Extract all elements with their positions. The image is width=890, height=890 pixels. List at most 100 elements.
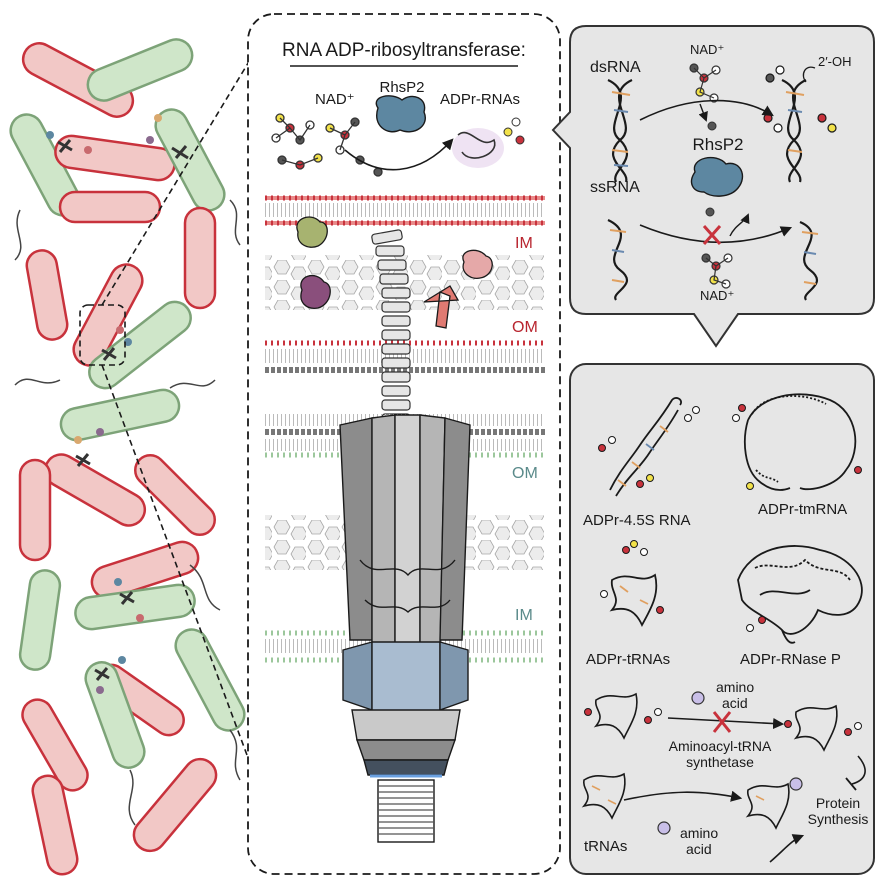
ss-reaction-arrow <box>639 224 793 244</box>
synthetase-label-1: Aminoacyl-tRNA <box>669 738 772 754</box>
nad-bottom-label: NAD⁺ <box>700 288 734 303</box>
flagellum <box>14 378 61 386</box>
green-cell <box>174 628 246 732</box>
charging-arrow <box>623 790 743 802</box>
flagellum <box>128 769 136 826</box>
attacker-om-label: OM <box>512 319 538 336</box>
effector-pink-icon <box>462 249 493 279</box>
nicotinamide-icon <box>707 121 717 131</box>
rhsp2-label: RhsP2 <box>692 135 743 154</box>
protein-label-1: Protein <box>816 795 860 811</box>
red-cell <box>58 190 162 224</box>
oh-label: 2′-OH <box>818 54 852 69</box>
green-cell <box>18 569 62 671</box>
amino-acid-bottom-1: amino <box>680 825 718 841</box>
amino-acid-top-2: acid <box>722 695 748 711</box>
amino-acid-bottom-2: acid <box>686 841 712 857</box>
inhibition-bar-end <box>845 777 857 791</box>
effector-olive-icon <box>296 216 328 248</box>
t6ss-syringe-icon <box>57 139 189 681</box>
red-cell <box>183 206 217 310</box>
inhibition-cross-icon <box>702 225 722 245</box>
adpr-trna-small-icon <box>784 704 862 752</box>
attacker-inner-membrane <box>265 195 545 226</box>
red-cell <box>43 453 147 527</box>
amino-acid-icon <box>789 777 803 791</box>
ss-side-arrow <box>729 213 750 237</box>
effector-salmon-icon <box>423 285 460 329</box>
center-panel: RNA ADP-ribosyltransferase: NAD⁺ RhsP2 A… <box>247 13 561 875</box>
red-cell <box>132 757 218 853</box>
red-cell <box>18 458 52 562</box>
ds-side-arrow <box>698 103 708 122</box>
adpr-trna-small-icon <box>584 692 662 740</box>
nad-molecule-icon <box>701 253 733 289</box>
effector-purple-icon <box>300 274 331 309</box>
flagellum <box>229 199 241 246</box>
synthesis-arrow <box>769 834 805 863</box>
ssrna-label: ssRNA <box>590 179 640 196</box>
red-cell <box>134 454 216 536</box>
enzyme-label: RhsP2 <box>379 79 424 96</box>
adpr-rnasep-icon <box>737 545 863 644</box>
t6ss-sheath <box>339 414 471 651</box>
green-cell <box>74 583 196 631</box>
green-cell <box>154 108 226 212</box>
nad-top-label: NAD⁺ <box>690 42 724 57</box>
target-im-label: IM <box>515 607 533 624</box>
t6ss-baseplate <box>342 641 469 778</box>
flagellum <box>189 564 221 611</box>
adpr-45s-label: ADPr-4.5S RNA <box>583 512 691 529</box>
synthetase-label-2: synthetase <box>686 754 754 770</box>
red-cell <box>25 249 69 341</box>
zoom-line-bottom <box>101 364 261 791</box>
bottom-right-panel: ADPr-4.5S RNA ADPr-tmRNA ADPr-tRNAs <box>569 363 875 875</box>
red-cell <box>54 134 176 182</box>
bottom-right-panel-shape <box>569 363 875 875</box>
trna-small-icon <box>581 772 626 820</box>
red-cell <box>31 774 79 876</box>
adpr-trna-icon <box>600 540 664 628</box>
attacker-outer-membrane <box>265 340 545 373</box>
membrane-complex-base <box>377 779 435 843</box>
trnas-label: tRNAs <box>584 838 627 855</box>
blocked-arrow <box>667 717 785 730</box>
flagellum <box>229 729 241 781</box>
adpr-rna-product-icon <box>452 117 525 168</box>
flagellum <box>169 379 216 389</box>
protein-label-2: Synthesis <box>808 811 869 827</box>
green-cell <box>86 38 194 102</box>
amino-acid-icon <box>691 691 705 705</box>
effector-blob-icon <box>46 114 162 694</box>
amino-acid-top-1: amino <box>716 679 754 695</box>
dsrna-label: dsRNA <box>590 59 641 76</box>
rhsp2-enzyme-icon <box>690 156 744 197</box>
amino-acid-icon <box>657 821 671 835</box>
top-right-panel: dsRNA NAD⁺ 2′-OH RhsP2 ssRNA NAD⁺ <box>551 25 875 348</box>
ds-reaction-arrow <box>639 99 774 121</box>
nicotinamide-icon <box>705 207 715 217</box>
ssrna-unchanged-icon <box>799 220 819 301</box>
nad-molecule-icon <box>271 113 383 177</box>
nad-molecule-icon <box>689 63 721 103</box>
nad-label: NAD⁺ <box>315 91 355 108</box>
bacteria-field <box>9 38 263 876</box>
attacker-im-label: IM <box>515 235 533 252</box>
green-cell <box>88 300 192 390</box>
rna-helix-icon <box>607 79 633 183</box>
adpr-tmrna-icon <box>732 393 862 491</box>
center-panel-title: RNA ADP-ribosyltransferase: <box>282 40 526 61</box>
adpr-45s-rna-icon <box>598 397 700 497</box>
reaction-arrow <box>344 138 454 171</box>
adpr-tmrna-label: ADPr-tmRNA <box>758 501 847 518</box>
zoom-line-top <box>101 39 263 306</box>
rhsp2-enzyme-icon <box>375 95 426 133</box>
adpr-rnasep-label: ADPr-RNase P <box>740 651 841 668</box>
inhibition-cross-icon <box>712 711 732 733</box>
flagellum <box>14 209 22 261</box>
product-label: ADPr-RNAs <box>440 91 520 108</box>
ssrna-icon <box>607 219 628 301</box>
adpr-trnas-label: ADPr-tRNAs <box>586 651 670 668</box>
charged-trna-icon <box>745 782 790 830</box>
